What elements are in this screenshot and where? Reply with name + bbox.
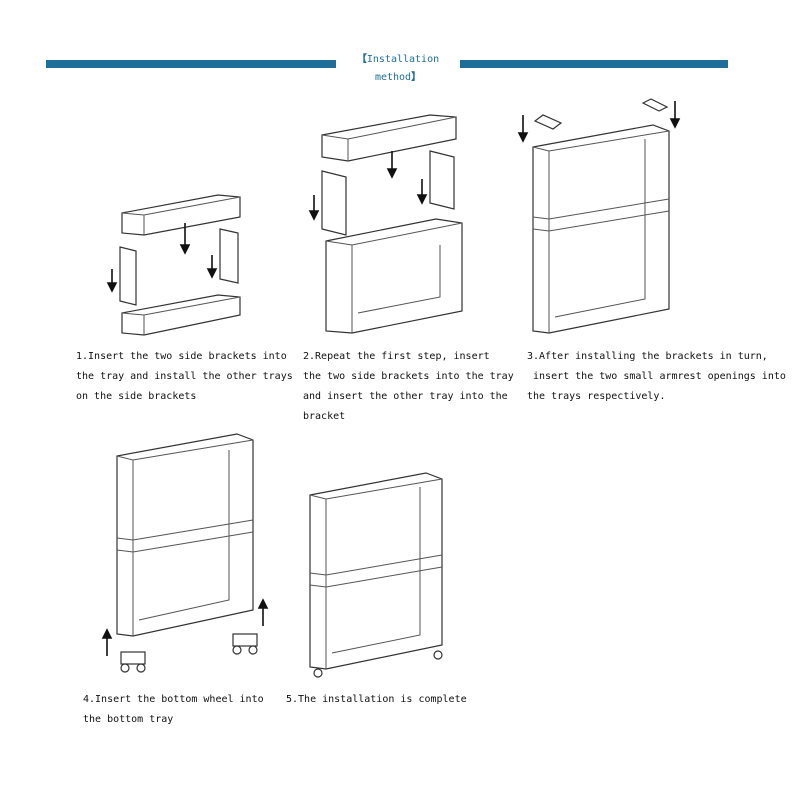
- step-1-line-1: 1.Insert the two side brackets into: [76, 351, 287, 362]
- step-4-line-2: the bottom tray: [83, 714, 174, 725]
- bracket-right-icon: 】: [411, 72, 422, 83]
- step-4-illustration: [101, 433, 269, 673]
- step-3-caption: 3.After installing the brackets in turn,…: [527, 347, 786, 407]
- step-3-illustration: [517, 98, 681, 334]
- header-rule-left: [46, 60, 336, 68]
- step-3-line-3: the trays respectively.: [527, 391, 666, 402]
- step-4-caption: 4.Insert the bottom wheel into the bottom…: [83, 690, 264, 730]
- step-1-illustration: [106, 194, 241, 336]
- step-2-illustration: [308, 114, 463, 334]
- step-1-line-2: the tray and install the other trays: [76, 371, 293, 382]
- step-1-line-3: on the side brackets: [76, 391, 197, 402]
- step-1-caption: 1.Insert the two side brackets into the t…: [76, 347, 293, 407]
- step-5-line-1: 5.The installation is complete: [286, 694, 467, 705]
- step-3-line-2: insert the two small armrest openings in…: [527, 371, 786, 382]
- step-2-line-1: 2.Repeat the first step, insert: [303, 351, 490, 362]
- header-title-box: 【Installation method】: [336, 51, 460, 83]
- header-rule-right: [460, 60, 728, 68]
- step-2-line-4: bracket: [303, 411, 346, 422]
- step-2-line-2: the two side brackets into the tray: [303, 371, 514, 382]
- bracket-left-icon: 【: [356, 54, 367, 65]
- step-5-illustration: [309, 472, 443, 678]
- step-2-caption: 2.Repeat the first step, insert the two s…: [303, 347, 514, 427]
- header-title: Installation method: [366, 54, 440, 83]
- step-2-line-3: and insert the other tray into the: [303, 391, 508, 402]
- step-4-line-1: 4.Insert the bottom wheel into: [83, 694, 264, 705]
- step-3-line-1: 3.After installing the brackets in turn,: [527, 351, 768, 362]
- step-5-caption: 5.The installation is complete: [286, 690, 467, 710]
